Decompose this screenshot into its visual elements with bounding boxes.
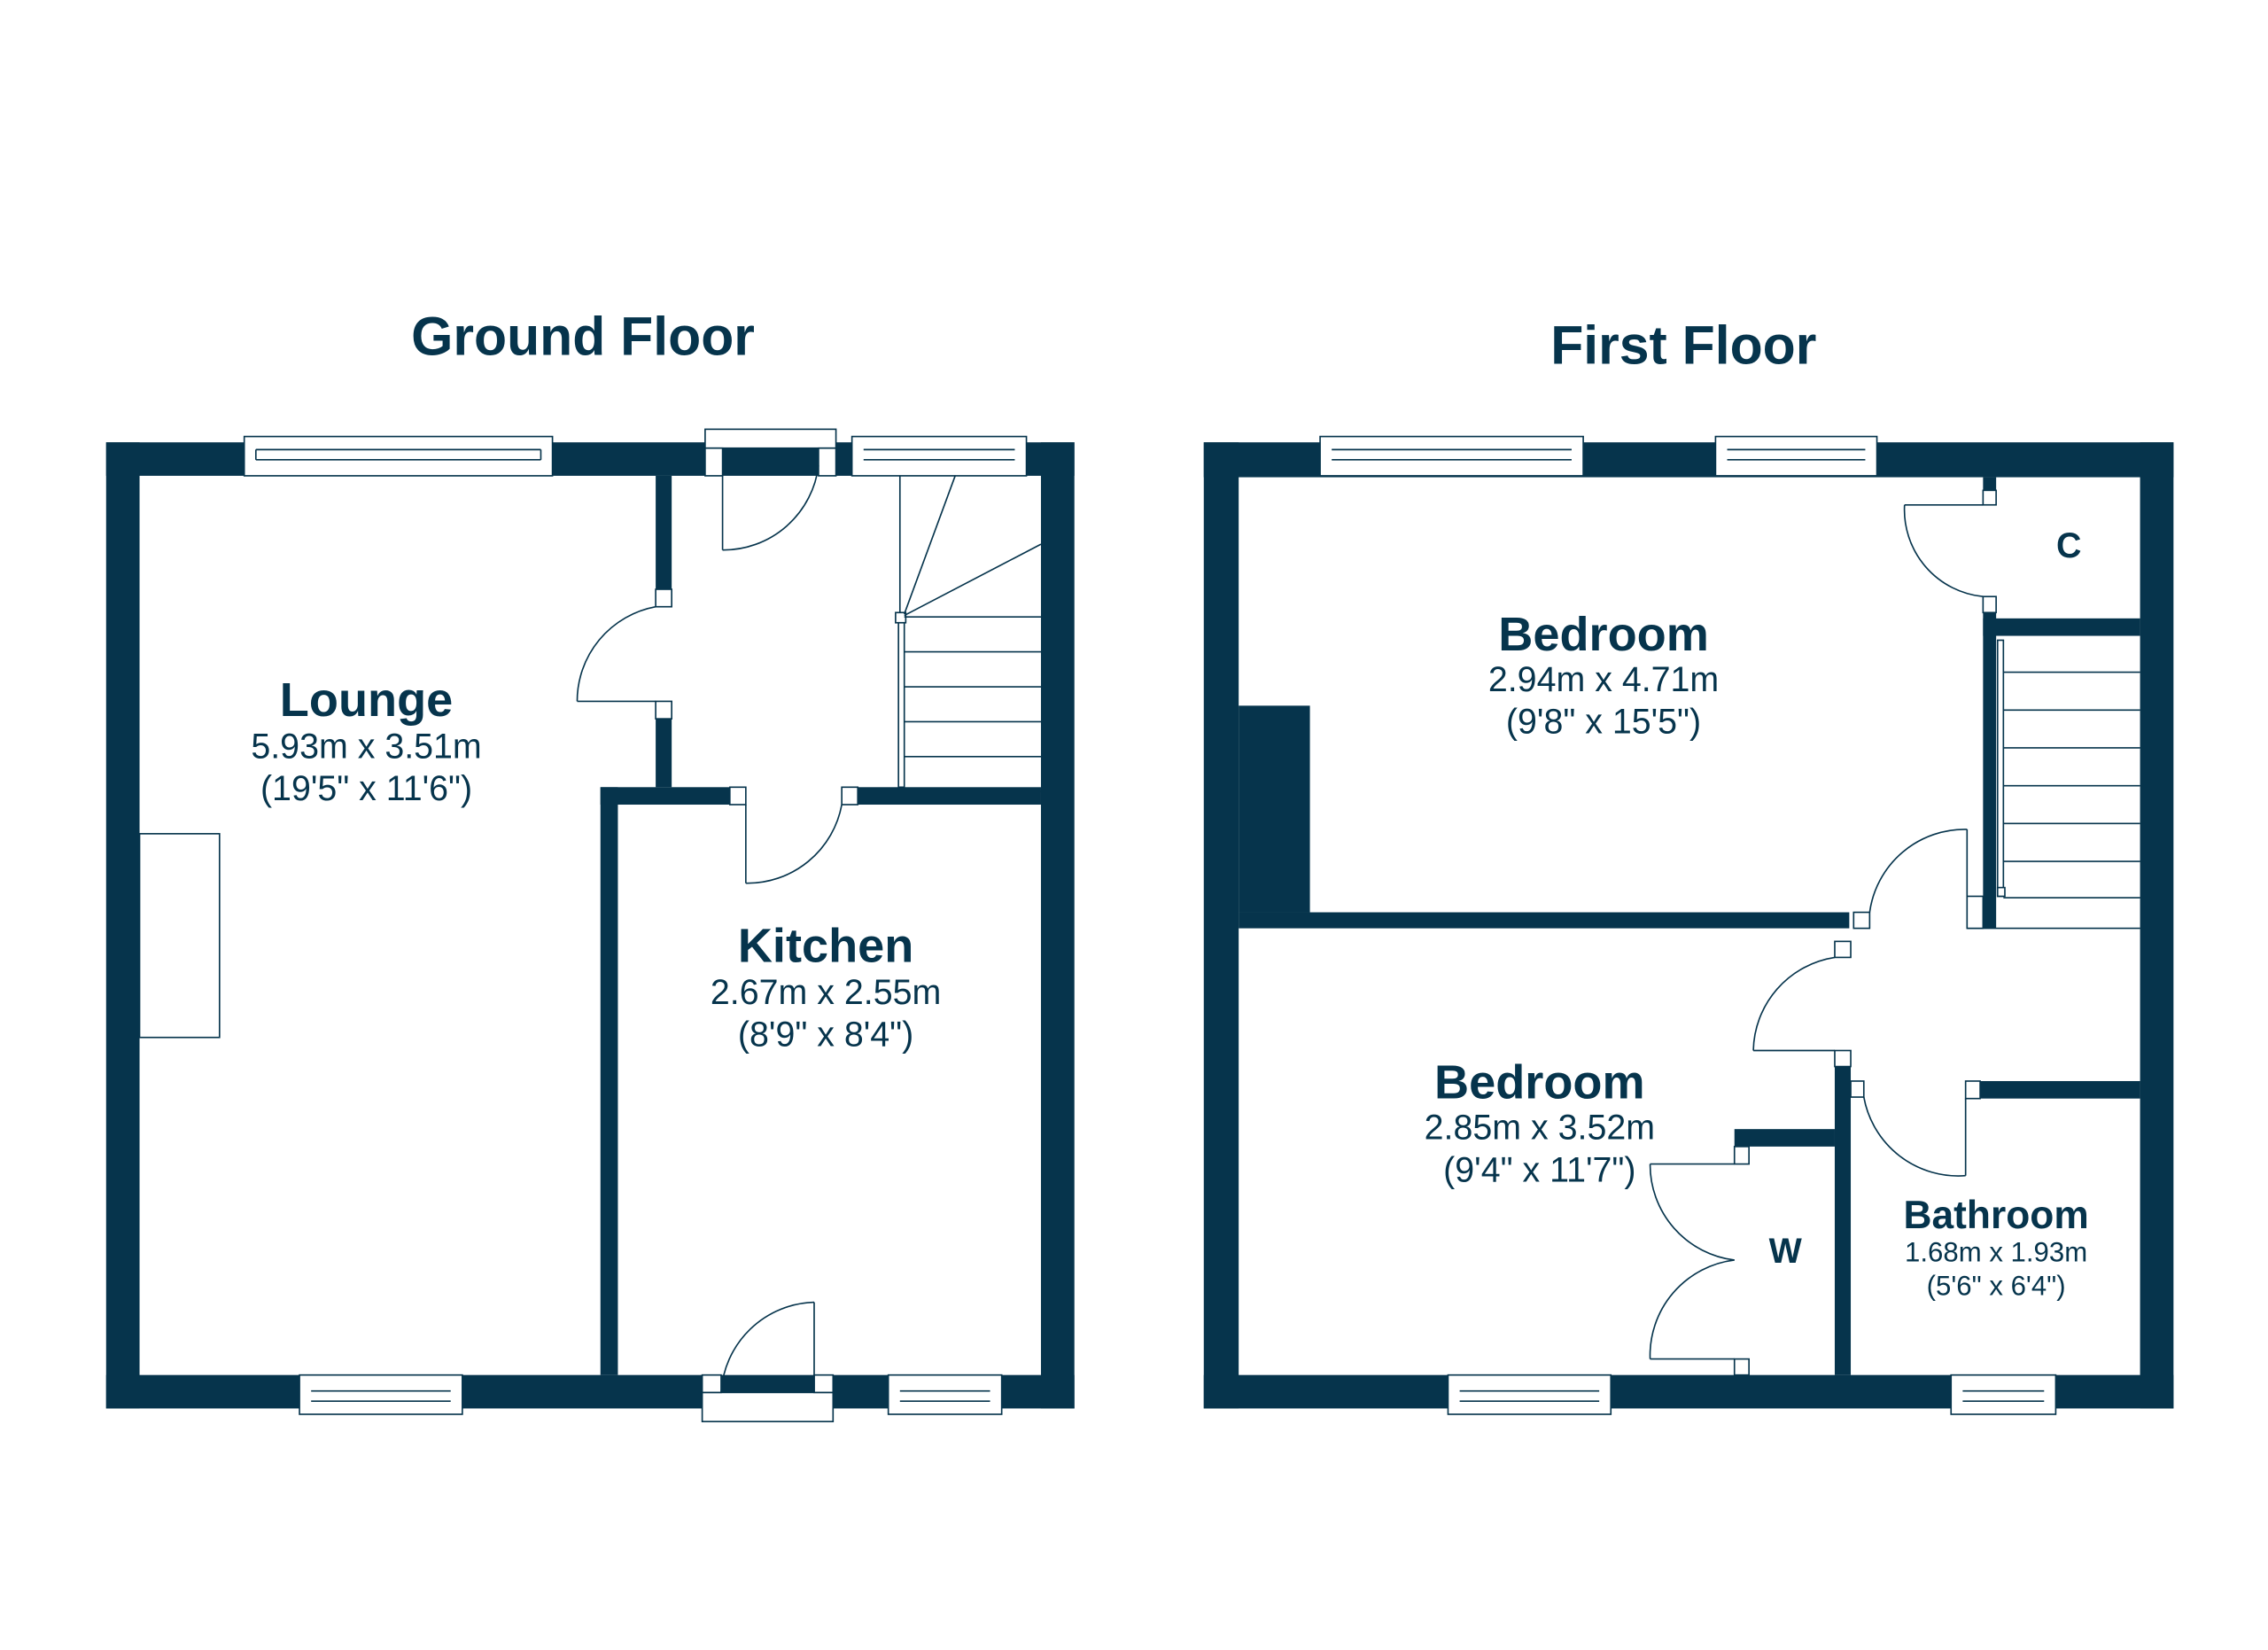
staircase (1967, 639, 2140, 930)
first-floor-title: First Floor (1550, 315, 1816, 375)
ground-floor-title: Ground Floor (411, 307, 755, 367)
wall-right (2140, 442, 2174, 1409)
wall-cupboard-bottom (1983, 618, 2140, 636)
window (1714, 435, 1878, 477)
room-metric-kitchen: 2.67m x 2.55m (711, 973, 941, 1012)
room-imperial-bathroom: (5'6" x 6'4") (1927, 1270, 2066, 1301)
room-imperial-lounge: (19'5" x 11'6") (260, 769, 472, 808)
wall-stair-left (1983, 612, 1997, 929)
wall-hall-left-upper (656, 475, 672, 589)
window (1447, 1374, 1612, 1415)
room-imperial-bedroom-1: (9'8" x 15'5") (1506, 703, 1701, 742)
room-imperial-kitchen: (8'9" x 8'4") (738, 1016, 913, 1055)
bedroom-door (1752, 940, 1852, 1068)
room-imperial-bedroom-2: (9'4" x 11'7") (1443, 1150, 1635, 1189)
window (850, 435, 1028, 477)
bathroom-door (1850, 1080, 1981, 1177)
wardrobe-doors (1649, 1146, 1750, 1376)
wall-cupboard-stub (1983, 477, 1997, 491)
bedroom-door (1852, 829, 1984, 930)
staircase (895, 475, 1042, 793)
room-metric-bedroom-1: 2.94m x 4.71m (1488, 660, 1719, 699)
room-name-kitchen: Kitchen (738, 919, 914, 972)
room-name-bedroom-2: Bedroom (1434, 1056, 1645, 1109)
cupboard-door (1903, 489, 1997, 614)
room-metric-bedroom-2: 2.85m x 3.52m (1425, 1109, 1655, 1148)
wall-kitchen-top-right (858, 787, 1041, 806)
wall-between-bedrooms (1239, 912, 1850, 929)
wardrobe-label: W (1769, 1232, 1803, 1271)
fireplace (138, 833, 221, 1039)
room-name-bedroom-1: Bedroom (1498, 608, 1709, 661)
lounge-door (576, 588, 672, 720)
chimney-breast (1239, 705, 1310, 913)
wall-left (105, 442, 140, 1409)
room-metric-bathroom: 1.68m x 1.93m (1905, 1237, 2087, 1268)
room-name-lounge: Lounge (280, 673, 453, 727)
window (243, 435, 554, 477)
front-door (704, 428, 837, 551)
wall-right (1040, 442, 1075, 1409)
wall-left (1203, 442, 1239, 1409)
window (887, 1374, 1003, 1415)
window (299, 1374, 463, 1415)
cupboard-label: C (2056, 526, 2081, 565)
wall-wardrobe-top (1734, 1129, 1835, 1147)
wall-kitchen-top-left (600, 787, 736, 806)
window (1950, 1374, 2057, 1415)
first-floor-plan: First Floor (1203, 315, 2174, 1415)
ground-floor-plan: Ground Floor (105, 307, 1075, 1423)
wall-hall-left-lower (656, 717, 672, 788)
wall-bathroom-top (1980, 1080, 2140, 1099)
back-door (701, 1301, 835, 1423)
room-metric-lounge: 5.93m x 3.51m (251, 727, 481, 766)
room-name-bathroom: Bathroom (1904, 1194, 2089, 1237)
kitchen-door (728, 786, 859, 884)
wall-lounge-kitchen (600, 787, 618, 1375)
wall-bathroom-left (1834, 1066, 1852, 1375)
window (1319, 435, 1584, 477)
